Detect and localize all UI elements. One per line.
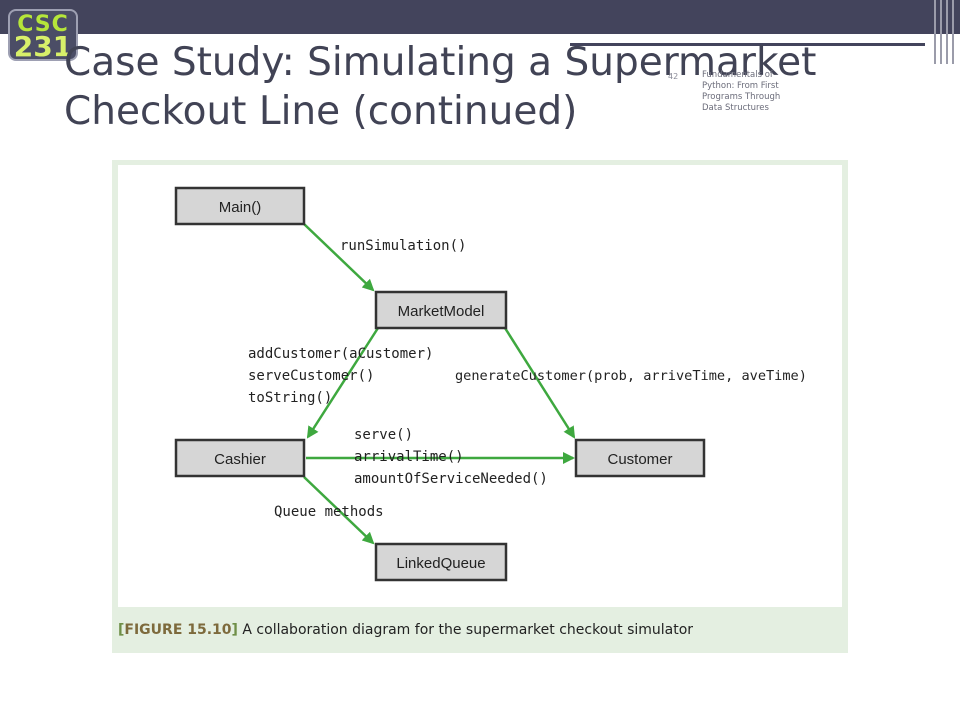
node-linkedqueue: LinkedQueue [374, 542, 508, 582]
edge-main-to-marketmodel [303, 223, 375, 292]
footer-note: Fundamentals of Python: From First Progr… [702, 70, 781, 113]
node-marketmodel: MarketModel [374, 290, 508, 330]
caption-text: A collaboration diagram for the supermar… [237, 622, 694, 638]
node-customer: Customer [574, 438, 706, 478]
label-queue-methods: Queue methods [274, 504, 384, 520]
slide-title-line-2: Checkout Line (continued) [64, 89, 578, 134]
label-to-string: toString() [248, 390, 332, 406]
label-amount-of-service: amountOfServiceNeeded() [354, 471, 548, 487]
label-add-customer: addCustomer(aCustomer) [248, 346, 433, 362]
caption-figure-number: FIGURE 15.10 [124, 622, 232, 638]
label-serve-customer: serveCustomer() [248, 368, 374, 384]
logo-number-text: 231 [13, 30, 73, 63]
title-rule [570, 43, 925, 46]
svg-text:LinkedQueue: LinkedQueue [396, 555, 485, 572]
edge-marketmodel-to-customer [503, 327, 576, 439]
svg-text:Main(): Main() [219, 199, 262, 216]
slide-number: 42 [668, 72, 679, 81]
edge-marketmodel-to-cashier [306, 327, 380, 439]
label-run-simulation: runSimulation() [340, 238, 466, 254]
caption-open-bracket: [ [118, 622, 125, 638]
figure-canvas [118, 165, 842, 607]
slide-title: Case Study: Simulating a Supermarket Che… [64, 38, 960, 136]
svg-text:Cashier: Cashier [214, 451, 266, 468]
svg-text:MarketModel: MarketModel [398, 303, 485, 320]
edge-cashier-to-linkedqueue [303, 476, 375, 545]
figure-caption: [FIGURE 15.10] A collaboration diagram f… [118, 622, 838, 638]
svg-text:Customer: Customer [607, 451, 672, 468]
label-serve: serve() [354, 427, 413, 443]
label-generate-customer: generateCustomer(prob, arriveTime, aveTi… [455, 368, 807, 384]
label-arrival-time: arrivalTime() [354, 449, 464, 465]
decorative-stripes [934, 0, 954, 64]
caption-close-bracket: ] [231, 622, 238, 638]
logo-csc-text: CSC [17, 12, 69, 37]
title-bar-band [0, 0, 960, 34]
course-logo: CSC 231 [8, 9, 78, 61]
node-cashier: Cashier [174, 438, 306, 478]
slide-title-line-1: Case Study: Simulating a Supermarket [64, 40, 817, 85]
node-main: Main() [174, 186, 306, 226]
